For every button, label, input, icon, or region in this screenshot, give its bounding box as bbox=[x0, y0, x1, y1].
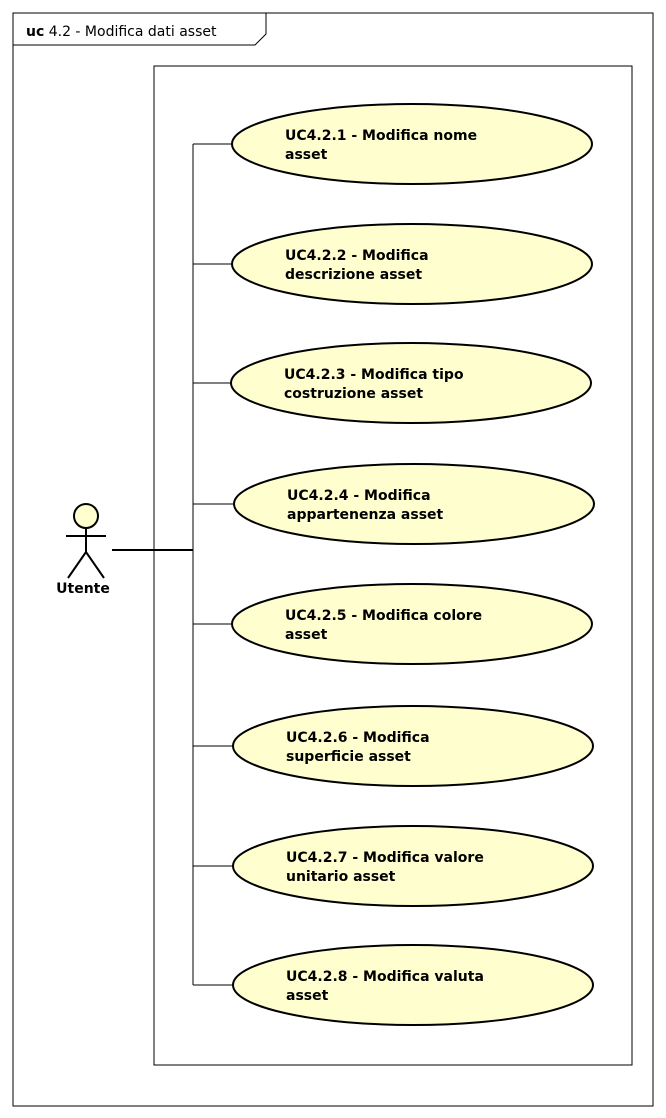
use-case-ellipse bbox=[232, 705, 594, 787]
use-case-1: UC4.2.1 - Modifica nome asset bbox=[193, 103, 593, 185]
use-case-8: UC4.2.8 - Modifica valuta asset bbox=[193, 944, 594, 1026]
use-case-label-line1: UC4.2.7 - Modifica valore bbox=[286, 850, 484, 866]
use-case-label-line2: asset bbox=[285, 147, 328, 163]
use-case-4: UC4.2.4 - Modifica appartenenza asset bbox=[193, 463, 595, 545]
actor-left-leg bbox=[67, 551, 87, 579]
use-case-7: UC4.2.7 - Modifica valore unitario asset bbox=[193, 825, 594, 907]
use-case-ellipse bbox=[230, 342, 592, 424]
use-case-label-line1: UC4.2.5 - Modifica colore bbox=[285, 608, 482, 624]
use-case-label-line1: UC4.2.3 - Modifica tipo bbox=[284, 367, 464, 383]
use-case-label-line1: UC4.2.1 - Modifica nome bbox=[285, 128, 477, 144]
use-case-ellipse bbox=[232, 944, 594, 1026]
use-case-ellipse bbox=[231, 583, 593, 665]
use-case-label-line2: superficie asset bbox=[286, 749, 411, 765]
associations bbox=[112, 144, 194, 985]
use-case-label-line2: unitario asset bbox=[286, 869, 396, 885]
use-case-3: UC4.2.3 - Modifica tipo costruzione asset bbox=[193, 342, 592, 424]
use-case-label-line2: appartenenza asset bbox=[287, 507, 444, 523]
frame-title: uc 4.2 - Modifica dati asset bbox=[26, 24, 217, 40]
use-case-ellipse bbox=[233, 463, 595, 545]
use-case-2: UC4.2.2 - Modifica descrizione asset bbox=[193, 223, 593, 305]
use-case-label-line2: asset bbox=[286, 988, 329, 1004]
use-case-5: UC4.2.5 - Modifica colore asset bbox=[193, 583, 593, 665]
actor-utente: Utente bbox=[56, 503, 110, 597]
use-case-ellipse bbox=[231, 103, 593, 185]
system-boundary bbox=[153, 65, 633, 1066]
actor-right-leg bbox=[85, 551, 105, 579]
use-case-label-line2: asset bbox=[285, 627, 328, 643]
outer-frame bbox=[12, 12, 654, 1107]
frame-title-text: 4.2 - Modifica dati asset bbox=[44, 24, 217, 40]
frame-keyword: uc bbox=[26, 24, 44, 40]
use-case-label-line1: UC4.2.2 - Modifica bbox=[285, 248, 429, 264]
use-case-label-line1: UC4.2.4 - Modifica bbox=[287, 488, 431, 504]
use-case-label-line2: costruzione asset bbox=[284, 386, 423, 402]
actor-label: Utente bbox=[56, 581, 110, 597]
use-case-6: UC4.2.6 - Modifica superficie asset bbox=[193, 705, 594, 787]
frame-title-tab bbox=[13, 13, 267, 46]
use-case-label-line1: UC4.2.8 - Modifica valuta bbox=[286, 969, 484, 985]
use-case-ellipse bbox=[232, 825, 594, 907]
use-case-ellipse bbox=[231, 223, 593, 305]
actor-head bbox=[73, 503, 99, 529]
use-case-label-line2: descrizione asset bbox=[285, 267, 422, 283]
use-case-label-line1: UC4.2.6 - Modifica bbox=[286, 730, 430, 746]
